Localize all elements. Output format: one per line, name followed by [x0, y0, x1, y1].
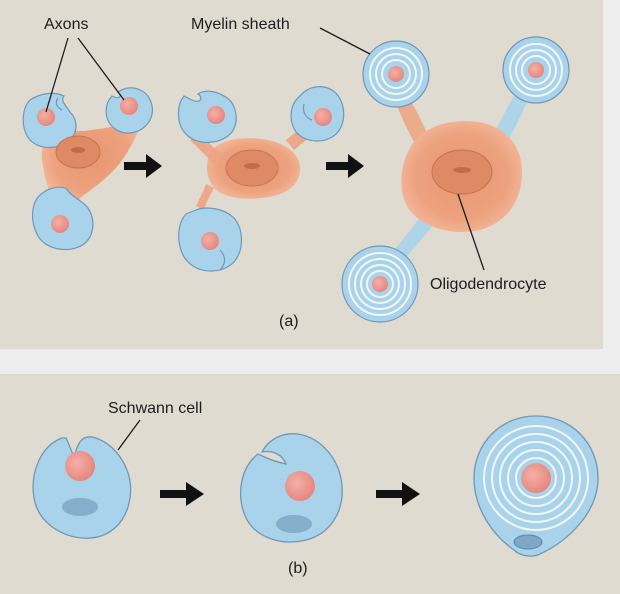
leader-line: [45, 37, 69, 113]
axon: [37, 108, 55, 126]
leader-line: [77, 37, 125, 101]
caption-b: (b): [288, 560, 308, 577]
axon: [521, 463, 551, 493]
schwann-stage-2: [240, 433, 343, 543]
axon: [388, 66, 404, 82]
axon: [285, 471, 315, 501]
stage-3-oligodendrocyte: [341, 36, 570, 323]
axon: [65, 451, 95, 481]
label-axons: Axons: [44, 16, 89, 33]
panel-b-illustration: [32, 415, 599, 557]
panel-a-illustration: [22, 27, 570, 323]
myelin-layer: [483, 425, 589, 531]
stage-2-oligodendrocyte: [177, 86, 345, 272]
panel-a-oligodendrocyte: Axons Myelin sheath Oligodendrocyte (a): [0, 0, 603, 349]
axon: [120, 97, 138, 115]
arrow-right: [376, 482, 420, 506]
axon: [207, 106, 225, 124]
schwann-stage-3: [473, 415, 599, 557]
schwann-stage-1: [32, 436, 132, 539]
axon: [51, 215, 69, 233]
myelin-spiral: [341, 245, 419, 323]
stage-1-oligodendrocyte: [22, 87, 153, 251]
leader-line: [457, 193, 485, 271]
axon: [314, 108, 332, 126]
label-schwann-cell: Schwann cell: [108, 400, 203, 417]
leader-line: [117, 419, 141, 451]
caption-a: (a): [279, 313, 299, 330]
label-myelin-sheath: Myelin sheath: [191, 16, 290, 33]
nucleus: [276, 515, 312, 533]
leader-line: [319, 27, 371, 55]
axon: [372, 276, 388, 292]
nucleus: [62, 498, 98, 516]
label-oligodendrocyte: Oligodendrocyte: [430, 276, 547, 293]
myelin-spiral: [502, 36, 570, 104]
panel-b-schwann-cell: Schwann cell (b): [0, 374, 620, 594]
arrow-right: [124, 154, 162, 178]
arrow-right: [326, 154, 364, 178]
axon: [528, 62, 544, 78]
arrow-right: [160, 482, 204, 506]
myelin-spiral: [362, 40, 430, 108]
nucleus: [513, 534, 543, 550]
axon: [201, 232, 219, 250]
